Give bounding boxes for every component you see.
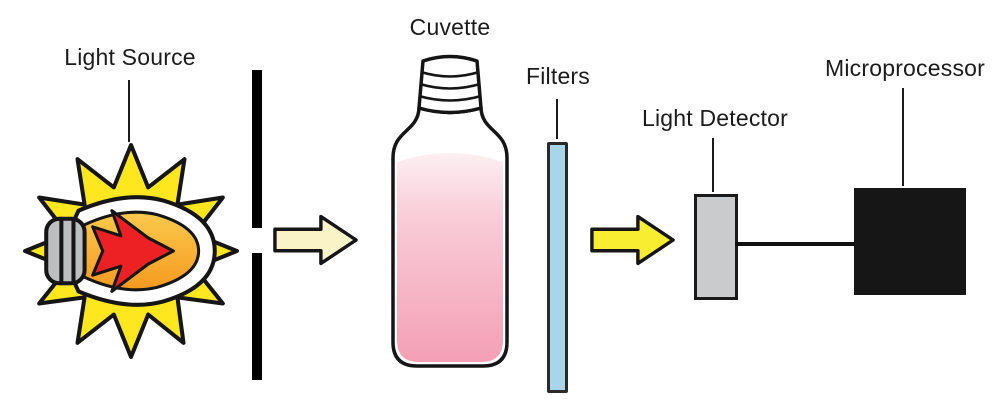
- light-detector-label: Light Detector: [642, 105, 788, 131]
- light-source-leader-line: [128, 80, 130, 142]
- filament-shape: [91, 209, 175, 293]
- light-bulb-icon: [23, 143, 239, 359]
- cuvette-cap-threads: [418, 70, 482, 102]
- filters-label: Filters: [525, 63, 590, 89]
- light-beam-arrow-1: [273, 214, 358, 266]
- cuvette-label: Cuvette: [409, 14, 491, 40]
- bulb-base-shape: [44, 216, 87, 286]
- connector-wire: [735, 242, 857, 246]
- aperture-slit-bottom: [252, 253, 262, 380]
- light-source-label: Light Source: [64, 44, 196, 70]
- bulb-base-threads: [59, 216, 76, 286]
- light-beam-arrow-2: [590, 214, 675, 266]
- light-detector-box: [694, 194, 738, 300]
- light-detector-leader-line: [712, 138, 714, 192]
- cuvette-cap-shape: [417, 54, 483, 115]
- filters-leader-line: [556, 99, 558, 139]
- aperture-slit-top: [252, 70, 262, 228]
- microprocessor-label: Microprocessor: [824, 55, 985, 81]
- microprocessor-box: [854, 188, 966, 295]
- filter-bar: [547, 142, 568, 393]
- cuvette-icon: [391, 54, 509, 368]
- microprocessor-leader-line: [902, 88, 904, 186]
- cuvette-liquid-shape: [397, 153, 503, 362]
